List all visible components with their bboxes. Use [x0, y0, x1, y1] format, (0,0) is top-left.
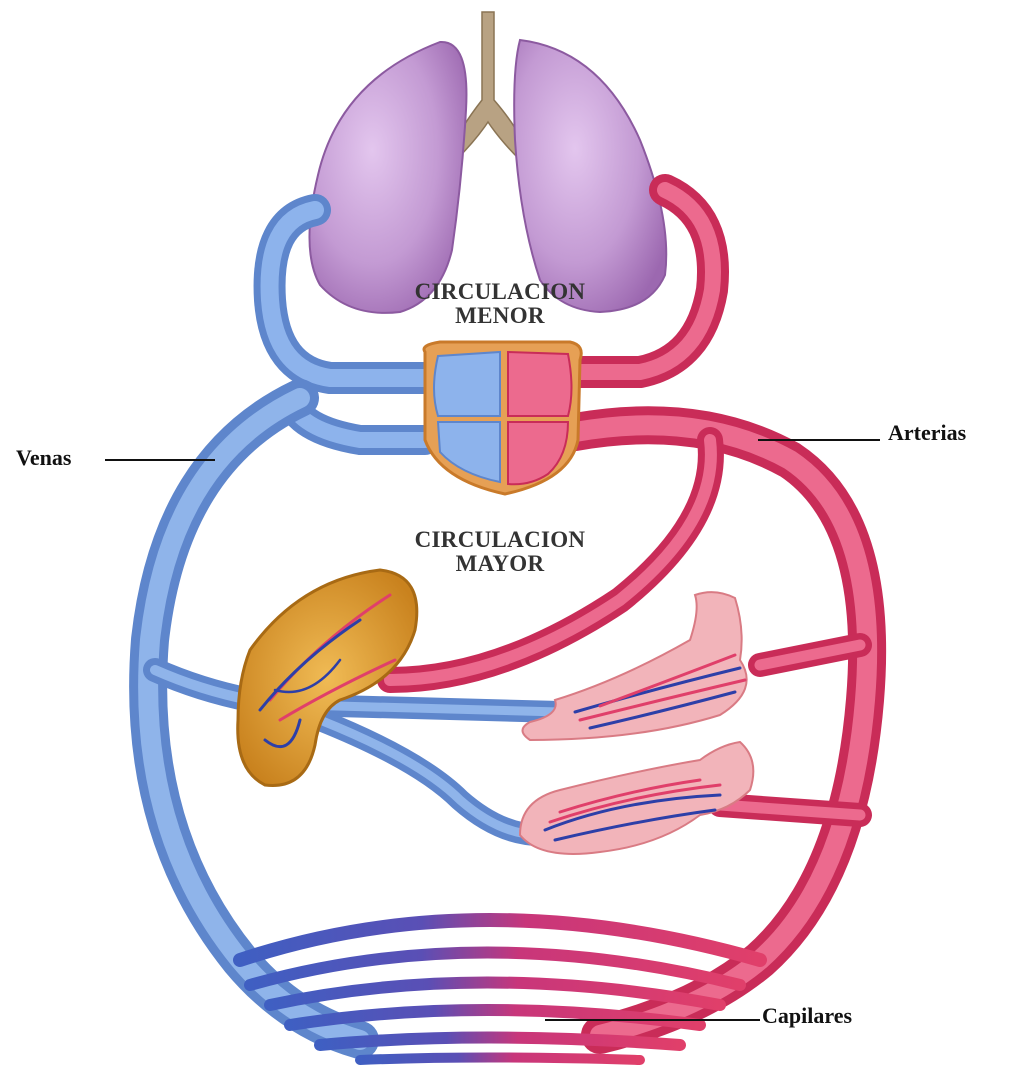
left-lung: [309, 42, 466, 313]
organ-veins: [155, 670, 560, 835]
pulmonary-label-line2: MENOR: [395, 304, 605, 328]
veins-label: Venas: [16, 445, 71, 471]
systemic-label-line1: CIRCULACION: [395, 528, 605, 552]
pulmonary-circulation-label: CIRCULACION MENOR: [395, 280, 605, 328]
upper-organ: [523, 592, 747, 740]
pulmonary-label-line1: CIRCULACION: [395, 280, 605, 304]
heart: [424, 342, 581, 494]
systemic-label-line2: MAYOR: [395, 552, 605, 576]
arteries-label: Arterias: [888, 420, 966, 446]
systemic-circulation-label: CIRCULACION MAYOR: [395, 528, 605, 576]
lower-organ: [520, 742, 753, 854]
capillaries-label: Capilares: [762, 1003, 852, 1029]
right-lung: [514, 40, 666, 312]
